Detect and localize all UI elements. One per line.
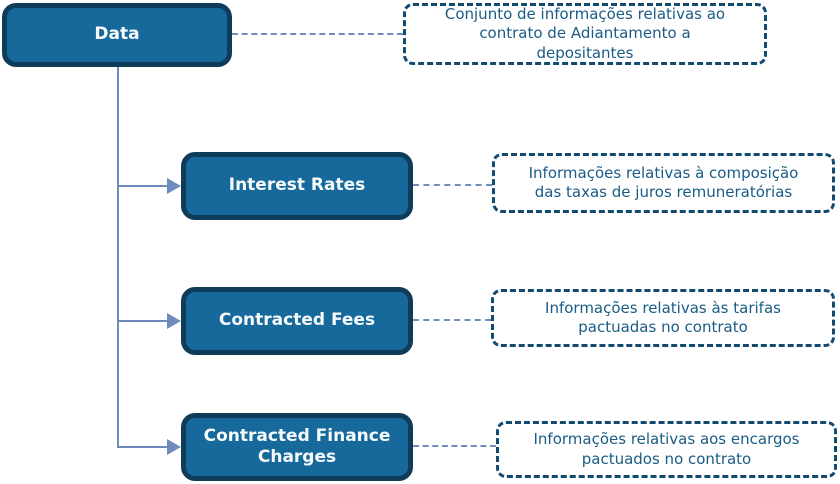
branch-line-contracted-finance-charges — [118, 446, 168, 448]
node-data-label: Data — [94, 24, 140, 45]
callout-contracted-fees-description: Informações relativas às tarifas pactuad… — [491, 289, 835, 347]
callout-interest-rates-description-text: Informações relativas à composição das t… — [528, 163, 799, 202]
node-contracted-finance-charges: Contracted Finance Charges — [181, 413, 413, 481]
callout-data-description-text: Conjunto de informações relativas ao con… — [444, 4, 726, 62]
dashed-connector-interest-rates-callout — [413, 184, 492, 186]
callout-contracted-fees-description-text: Informações relativas às tarifas pactuad… — [545, 298, 781, 337]
callout-interest-rates-description: Informações relativas à composição das t… — [492, 153, 835, 213]
dashed-connector-data-callout — [232, 33, 403, 35]
node-interest-rates: Interest Rates — [181, 152, 413, 220]
node-data: Data — [2, 3, 232, 67]
arrow-icon — [167, 178, 181, 194]
node-contracted-fees-label: Contracted Fees — [218, 310, 376, 331]
trunk-connector-line — [117, 67, 119, 448]
callout-contracted-finance-charges-description: Informações relativas aos encargos pactu… — [496, 421, 837, 478]
dashed-connector-contracted-finance-charges-callout — [413, 445, 496, 447]
node-interest-rates-label: Interest Rates — [228, 175, 366, 196]
arrow-icon — [167, 313, 181, 329]
callout-contracted-finance-charges-description-text: Informações relativas aos encargos pactu… — [533, 430, 800, 468]
callout-data-description: Conjunto de informações relativas ao con… — [403, 3, 767, 65]
dashed-connector-contracted-fees-callout — [413, 319, 491, 321]
branch-line-interest-rates — [118, 185, 168, 187]
branch-line-contracted-fees — [118, 320, 168, 322]
arrow-icon — [167, 439, 181, 455]
node-contracted-fees: Contracted Fees — [181, 287, 413, 355]
node-contracted-finance-charges-label: Contracted Finance Charges — [203, 425, 391, 467]
